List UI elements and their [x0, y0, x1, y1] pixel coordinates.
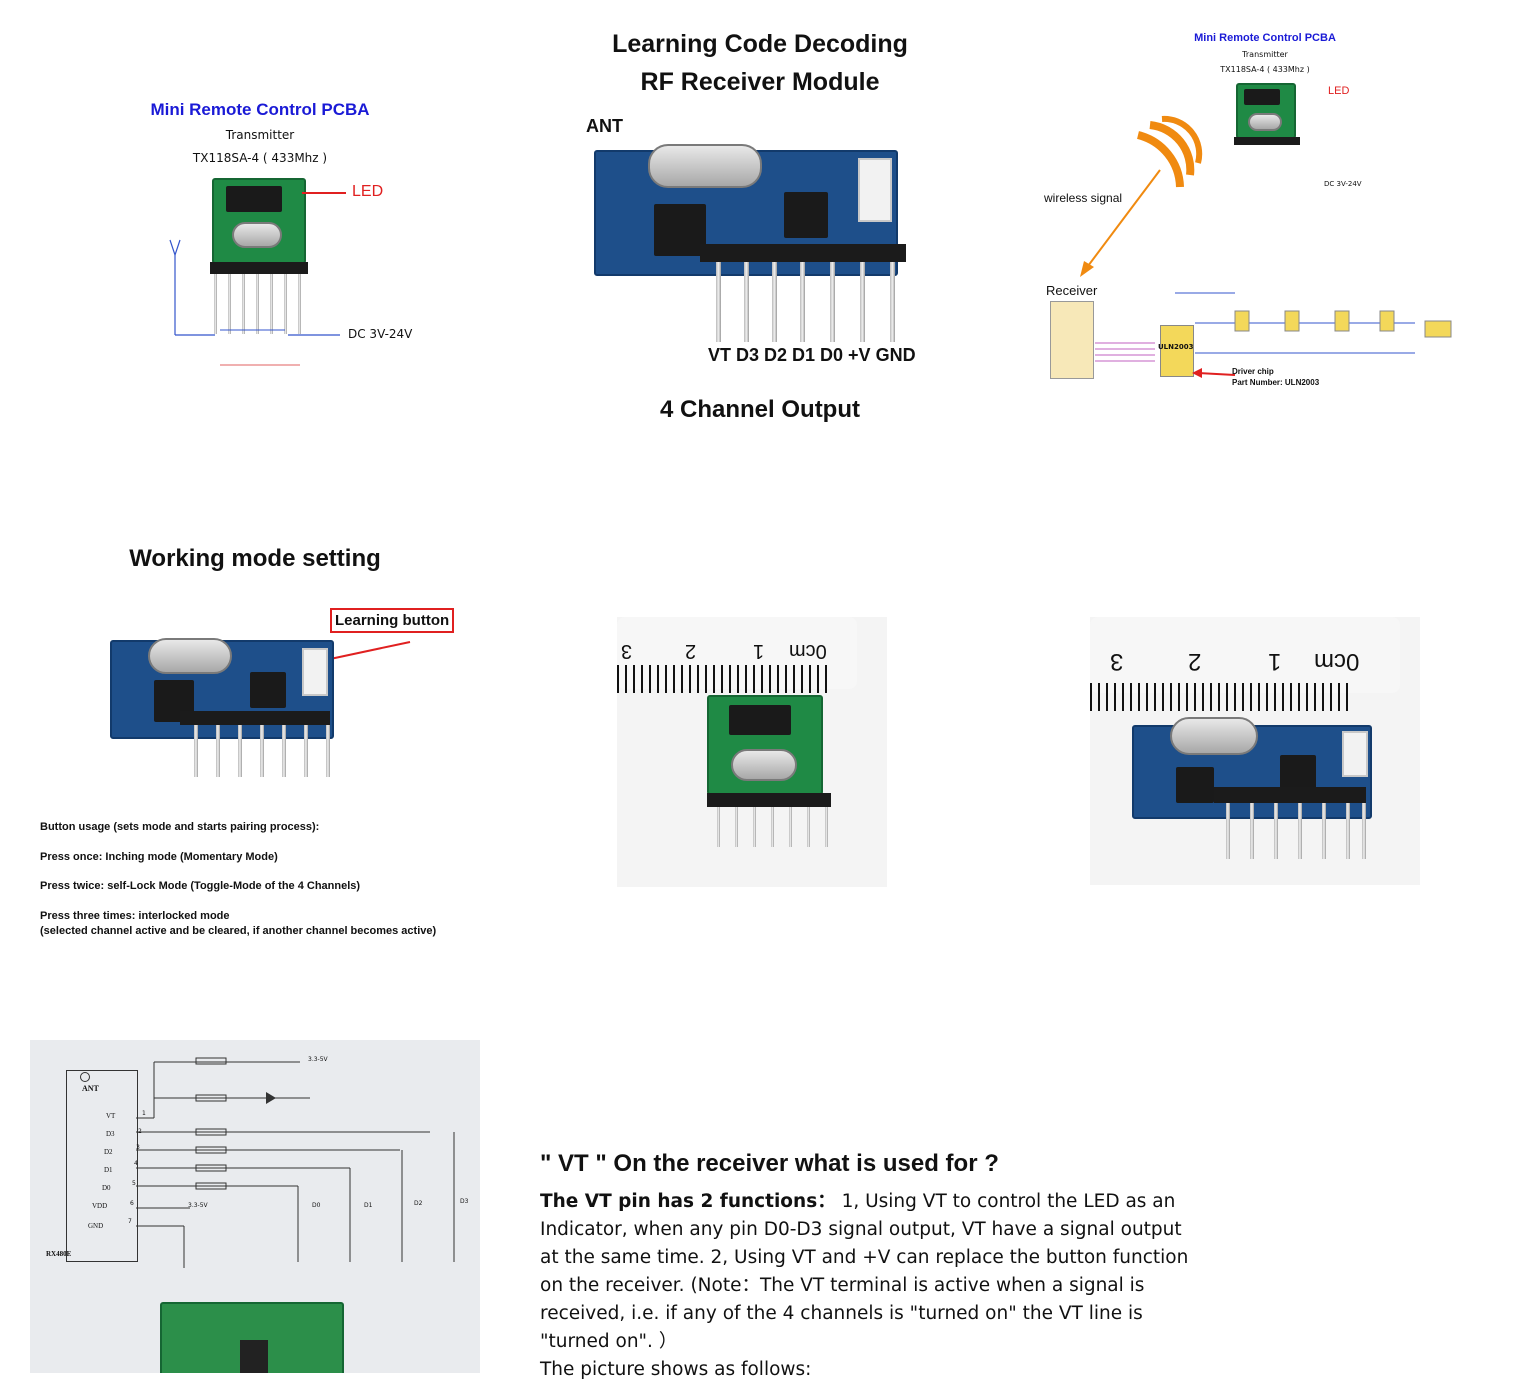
transmitter-dc-label: DC 3V-24V — [348, 327, 413, 341]
receiver-pin-labels: VT D3 D2 D1 D0 +V GND — [708, 345, 916, 365]
transmitter-sub2: TX118SA-4 ( 433Mhz ) — [192, 151, 328, 165]
channel-output-label: 4 Channel Output — [660, 396, 860, 423]
led-d2: D2 — [414, 1200, 423, 1207]
antenna-icon — [169, 239, 340, 366]
transmitter-diagram: Mini Remote Control PCBA Transmitter TX1… — [130, 90, 420, 390]
receiver-block — [1050, 301, 1094, 379]
pin-d2: D2 — [104, 1148, 113, 1156]
wireless-schematic: Mini Remote Control PCBA Transmitter TX1… — [1040, 25, 1490, 395]
pin-vdd: VDD — [92, 1202, 108, 1210]
working-mode-title: Working mode setting — [129, 545, 381, 572]
ruler-1: 1 — [753, 640, 765, 662]
ruler-0cm: 0cm — [789, 640, 827, 662]
schematic-sub1: Transmitter — [1242, 50, 1288, 59]
press-three-note: (selected channel active and be cleared,… — [40, 925, 437, 937]
schematic-wires — [136, 1057, 455, 1268]
ruler-2: 2 — [685, 640, 697, 662]
vt-body: The VT pin has 2 functions： 1, Using VT … — [540, 1188, 1190, 1384]
pin-d1: D1 — [104, 1166, 113, 1174]
paper-schematic-photo: ANT VT D3 D2 D1 D0 VDD GND 1 2 3 4 5 6 7… — [30, 1040, 480, 1373]
pin-vt: VT — [106, 1112, 116, 1120]
wireless-signal-icon — [1136, 115, 1203, 188]
schematic-title: Mini Remote Control PCBA — [1194, 32, 1336, 44]
transmitter-led-label: LED — [352, 183, 384, 200]
receiver-title-2: RF Receiver Module — [640, 68, 880, 96]
voltage-label-1: 3.3-5V — [308, 1056, 328, 1063]
rx480e-label: RX480E — [46, 1250, 72, 1258]
pin-num-6: 6 — [130, 1200, 134, 1207]
pin-gnd: GND — [88, 1222, 104, 1230]
pin-d0: D0 — [102, 1184, 111, 1192]
schematic-led-label: LED — [1328, 85, 1350, 97]
pin-num-4: 4 — [134, 1160, 138, 1167]
press-three-text: Press three times: interlocked mode — [40, 910, 230, 922]
ruler-0cm-2: 0cm — [1314, 648, 1360, 675]
pin-num-7: 7 — [128, 1218, 132, 1225]
press-once-text: Press once: Inching mode (Momentary Mode… — [40, 851, 278, 863]
uln2003-label: ULN2003 — [1158, 343, 1194, 351]
vt-body-last: The picture shows as follows: — [540, 1359, 812, 1380]
pin-num-5: 5 — [132, 1180, 136, 1187]
pin-num-1: 1 — [142, 1110, 146, 1117]
transmitter-photo: 0cm 1 2 3 — [617, 617, 887, 887]
ruler-3: 3 — [621, 640, 633, 662]
usage-text: Button usage (sets mode and starts pairi… — [40, 821, 320, 833]
ruler-1-2: 1 — [1268, 648, 1282, 675]
schematic-sub2: TX118SA-4 ( 433Mhz ) — [1220, 65, 1310, 74]
transmitter-title: Mini Remote Control PCBA — [150, 100, 370, 119]
pin-num-3: 3 — [136, 1144, 140, 1151]
wireless-signal-label: wireless signal — [1044, 191, 1123, 205]
vt-body-text: 1, Using VT to control the LED as an Ind… — [540, 1191, 1189, 1352]
press-twice-text: Press twice: self-Lock Mode (Toggle-Mode… — [40, 880, 361, 892]
receiver-label: Receiver — [1046, 283, 1098, 298]
receiver-title-1: Learning Code Decoding — [612, 30, 908, 58]
vt-heading: " VT " On the receiver what is used for … — [540, 1150, 999, 1177]
voltage-label-2: 3.3-5V — [188, 1202, 208, 1209]
receiver-photo: 0cm 1 2 3 — [1090, 617, 1420, 885]
led-d0: D0 — [312, 1202, 321, 1209]
receiver-module: Learning Code Decoding RF Receiver Modul… — [580, 20, 940, 440]
ruler-2-2: 2 — [1188, 648, 1202, 675]
driver-arrow-icon — [1192, 368, 1236, 378]
driver-part-label: Part Number: ULN2003 — [1232, 378, 1320, 387]
ant-label: ANT — [586, 116, 623, 136]
led-d3: D3 — [460, 1198, 469, 1205]
vt-article: " VT " On the receiver what is used for … — [540, 1150, 1190, 1384]
uln2003-chip — [1160, 325, 1194, 377]
learning-button-label: Learning button — [330, 608, 455, 633]
photo-green-pcb — [707, 695, 823, 795]
ruler-3-2: 3 — [1110, 648, 1124, 675]
schematic-pcb — [1236, 83, 1296, 139]
transmitter-pcb — [212, 178, 306, 264]
driver-chip-label: Driver chip — [1232, 367, 1274, 376]
schematic-dc-label: DC 3V-24V — [1324, 180, 1362, 188]
working-mode-panel: Working mode setting Learning button But… — [30, 525, 490, 955]
relay-circuit — [1095, 292, 1452, 362]
led-d1: D1 — [364, 1202, 373, 1209]
signal-arrow-icon — [1080, 169, 1161, 277]
schematic-ant-label: ANT — [82, 1084, 99, 1093]
pin-d3: D3 — [106, 1130, 115, 1138]
transmitter-sub1: Transmitter — [225, 128, 295, 142]
vt-body-bold: The VT pin has 2 functions： — [540, 1191, 836, 1212]
